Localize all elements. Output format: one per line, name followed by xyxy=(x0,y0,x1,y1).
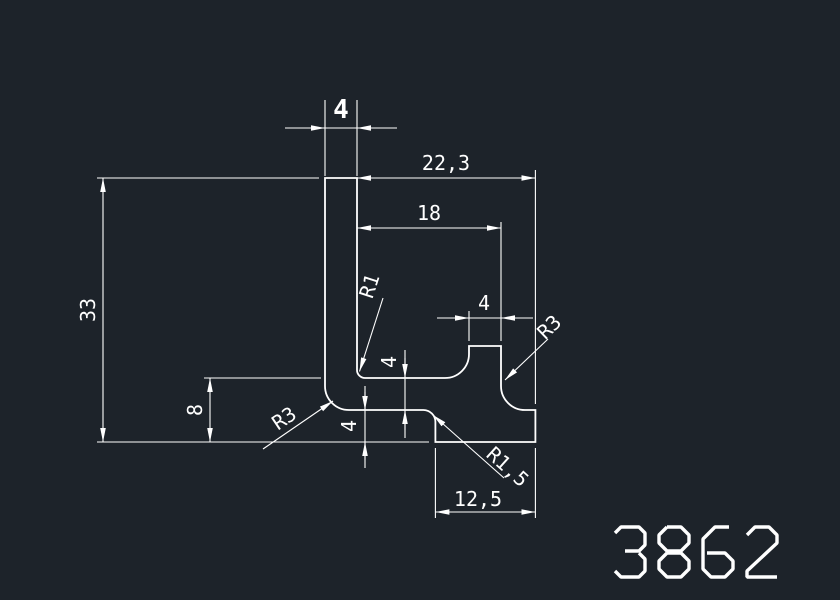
part-number xyxy=(613,525,779,579)
dimension-lines xyxy=(97,100,549,518)
profile-path xyxy=(324,177,537,443)
profile-outline xyxy=(324,177,537,443)
leader-r3-left xyxy=(262,400,334,450)
dim-foot-width-label: 12,5 xyxy=(454,487,502,511)
part-number-digit xyxy=(657,525,691,579)
part-number-digit xyxy=(613,525,647,579)
part-number-digit xyxy=(701,525,735,579)
dim-lip-width-label: 4 xyxy=(478,291,490,315)
dim-arm-thickness-label: 4 xyxy=(377,356,401,368)
dim-top-width-label: 22,3 xyxy=(422,151,470,175)
leader-r1 xyxy=(358,297,384,372)
dim-foot-height-label: 4 xyxy=(337,420,361,432)
dim-step-height-label: 8 xyxy=(183,404,207,416)
leader-r3-right xyxy=(504,338,549,381)
part-number-digit xyxy=(745,525,779,579)
dim-overall-height-label: 33 xyxy=(76,298,100,322)
dim-wall-thickness-label: 4 xyxy=(333,95,349,125)
dim-lip-offset-label: 18 xyxy=(417,201,441,225)
leader-r1-5 xyxy=(432,414,505,479)
